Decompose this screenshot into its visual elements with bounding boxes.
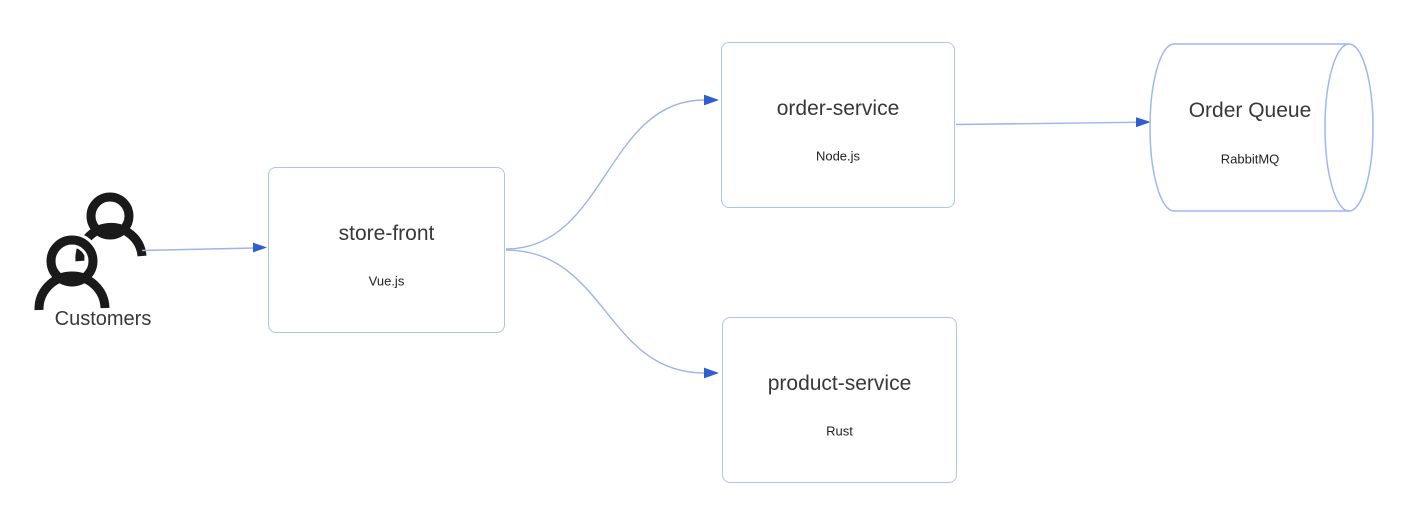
node-order-queue-title: Order Queue [1188, 98, 1312, 122]
edge-customers-store-front [141, 242, 267, 253]
node-product-service-subtitle: Rust [826, 423, 853, 439]
edge-order-service-order-queue [955, 117, 1151, 128]
node-order-service-subtitle: Node.js [815, 148, 861, 164]
front-person-head [46, 235, 98, 287]
node-order-service-title: order-service [776, 96, 900, 120]
node-order-queue: Order Queue RabbitMQ [1150, 44, 1350, 211]
edge-store-front-product-service [505, 249, 719, 379]
node-store-front: store-front Vue.js [268, 167, 505, 333]
rear-person-head [86, 192, 134, 240]
front-person-shoulders [34, 271, 110, 311]
node-product-service: product-service Rust [722, 317, 957, 483]
arrowhead-icon [253, 242, 267, 253]
node-order-queue-subtitle: RabbitMQ [1220, 151, 1280, 167]
customers-label: Customers [54, 308, 152, 330]
node-order-service: order-service Node.js [721, 42, 955, 208]
arrowhead-icon [704, 367, 719, 379]
arrowhead-icon [1136, 117, 1151, 128]
node-store-front-title: store-front [338, 221, 435, 245]
edge-store-front-order-service [505, 94, 719, 250]
node-product-service-title: product-service [767, 371, 912, 395]
order-queue-cylinder-shape [1149, 43, 1374, 212]
arrowhead-icon [704, 94, 719, 106]
two-people-icon [31, 192, 147, 311]
node-store-front-subtitle: Vue.js [368, 273, 405, 289]
